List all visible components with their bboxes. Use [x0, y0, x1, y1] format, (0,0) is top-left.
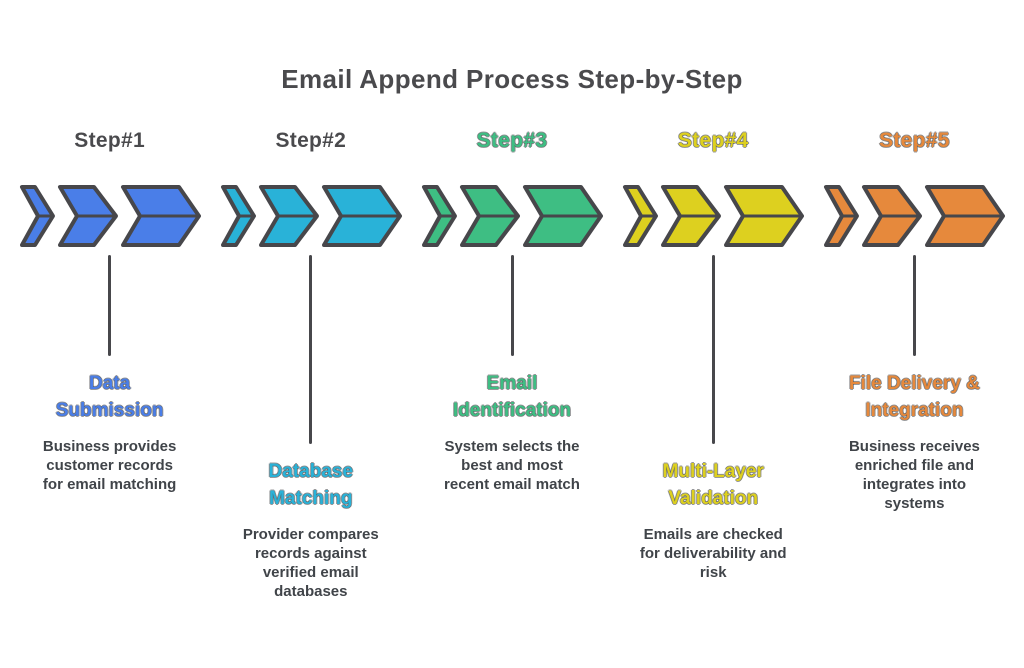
step-title: Multi-Layer Validation: [662, 461, 764, 509]
step-column-1: Step#1 Data Submission Business provides…: [9, 128, 210, 601]
step-label: Step#4: [677, 129, 749, 152]
step-label: Step#2: [275, 129, 347, 152]
connector-line: [711, 255, 715, 444]
triple-chevron-right-icon: [19, 185, 201, 247]
triple-chevron-right-icon: [422, 185, 603, 247]
step-column-4: Step#4 Multi-Layer Validation Emails are…: [613, 128, 814, 601]
step-description: Business receives enriched file and inte…: [848, 438, 980, 512]
step-description: System selects the best and most recent …: [444, 438, 580, 493]
step-title: File Delivery & Integration: [848, 373, 980, 421]
connector-line: [912, 255, 916, 356]
page-title: Email Append Process Step-by-Step: [281, 64, 743, 94]
step-description: Emails are checked for deliverability an…: [639, 526, 787, 581]
step-column-5: Step#5 File Delivery & Integration Busin…: [814, 128, 1015, 601]
step-label: Step#5: [879, 129, 950, 152]
step-description: Provider compares records against verifi…: [242, 526, 379, 600]
step-column-3: Step#3 Email Identification System selec…: [411, 128, 612, 601]
connector-line: [108, 255, 112, 356]
step-title: Email Identification: [452, 373, 572, 421]
step-column-2: Step#2 Database Matching Provider compar…: [210, 128, 411, 601]
step-title: Data Submission: [55, 373, 164, 421]
step-description: Business provides customer records for e…: [42, 438, 177, 493]
step-title: Database Matching: [268, 461, 354, 509]
triple-chevron-right-icon: [220, 185, 402, 247]
triple-chevron-right-icon: [824, 185, 1006, 247]
connector-line: [510, 255, 514, 356]
triple-chevron-right-icon: [623, 185, 805, 247]
connector-line: [309, 255, 313, 444]
step-label: Step#3: [476, 129, 548, 152]
step-label: Step#1: [74, 129, 145, 152]
steps-row: Step#1 Data Submission Business provides…: [9, 128, 1015, 601]
